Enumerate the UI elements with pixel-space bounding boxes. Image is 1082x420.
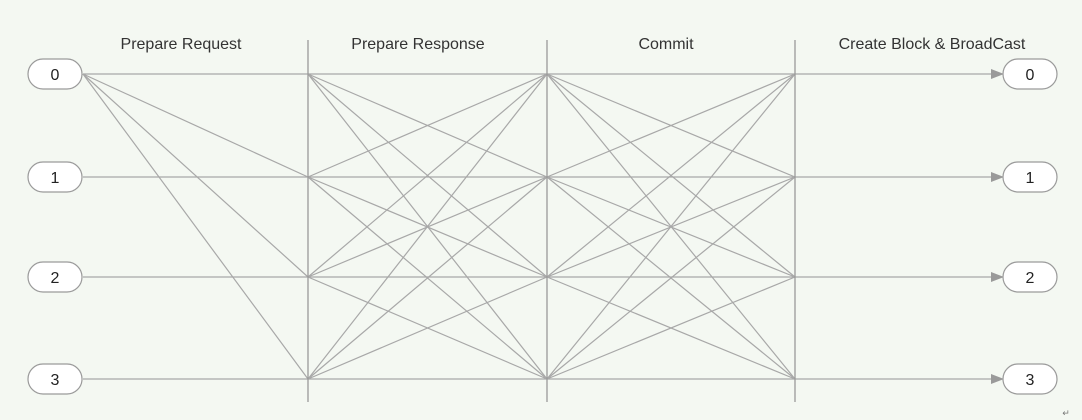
output-node-label-2: 2: [1026, 270, 1035, 287]
input-node-3: 3: [27, 363, 83, 395]
prepare-response-line-3-0: [307, 73, 548, 380]
phase-label-1: Prepare Request: [121, 36, 243, 53]
input-node-0: 0: [27, 58, 83, 90]
output-node-box-3: [1002, 363, 1058, 395]
prepare-response-line-3-1: [307, 176, 548, 380]
prepare-request-line-0-3: [82, 73, 309, 380]
output-node-label-3: 3: [1026, 372, 1035, 389]
output-node-box-0: [1002, 58, 1058, 90]
commit-line-1-0: [546, 73, 796, 178]
output-node-box-1: [1002, 161, 1058, 193]
arrow-head-2: [991, 272, 1004, 282]
prepare-request-line-0-1: [82, 73, 309, 178]
prepare-request-line-0-2: [82, 73, 309, 278]
output-node-3: 3: [1002, 363, 1058, 395]
arrow-head-0: [991, 69, 1004, 79]
phase-label-2: Prepare Response: [351, 36, 485, 53]
input-node-label-2: 2: [51, 270, 60, 287]
input-node-label-3: 3: [51, 372, 60, 389]
input-node-label-1: 1: [51, 170, 60, 187]
commit-line-3-0: [546, 73, 796, 380]
output-node-label-1: 1: [1026, 170, 1035, 187]
phase-label-3: Commit: [638, 36, 694, 53]
prepare-response-line-3-2: [307, 276, 548, 380]
output-node-1: 1: [1002, 161, 1058, 193]
commit-line-3-2: [546, 276, 796, 380]
input-node-1: 1: [27, 161, 83, 193]
input-node-label-0: 0: [51, 67, 60, 84]
output-node-2: 2: [1002, 261, 1058, 293]
output-node-0: 0: [1002, 58, 1058, 90]
input-node-box-2: [27, 261, 83, 293]
output-node-label-0: 0: [1026, 67, 1035, 84]
phase-label-4: Create Block & BroadCast: [839, 36, 1026, 53]
commit-line-3-1: [546, 176, 796, 380]
prepare-response-line-2-0: [307, 73, 548, 278]
input-node-box-1: [27, 161, 83, 193]
commit-line-2-0: [546, 73, 796, 278]
prepare-response-line-1-0: [307, 73, 548, 178]
input-node-box-3: [27, 363, 83, 395]
input-node-box-0: [27, 58, 83, 90]
output-node-box-2: [1002, 261, 1058, 293]
arrow-head-3: [991, 374, 1004, 384]
return-mark-icon: ↵: [1062, 409, 1070, 419]
input-node-2: 2: [27, 261, 83, 293]
arrow-head-1: [991, 172, 1004, 182]
